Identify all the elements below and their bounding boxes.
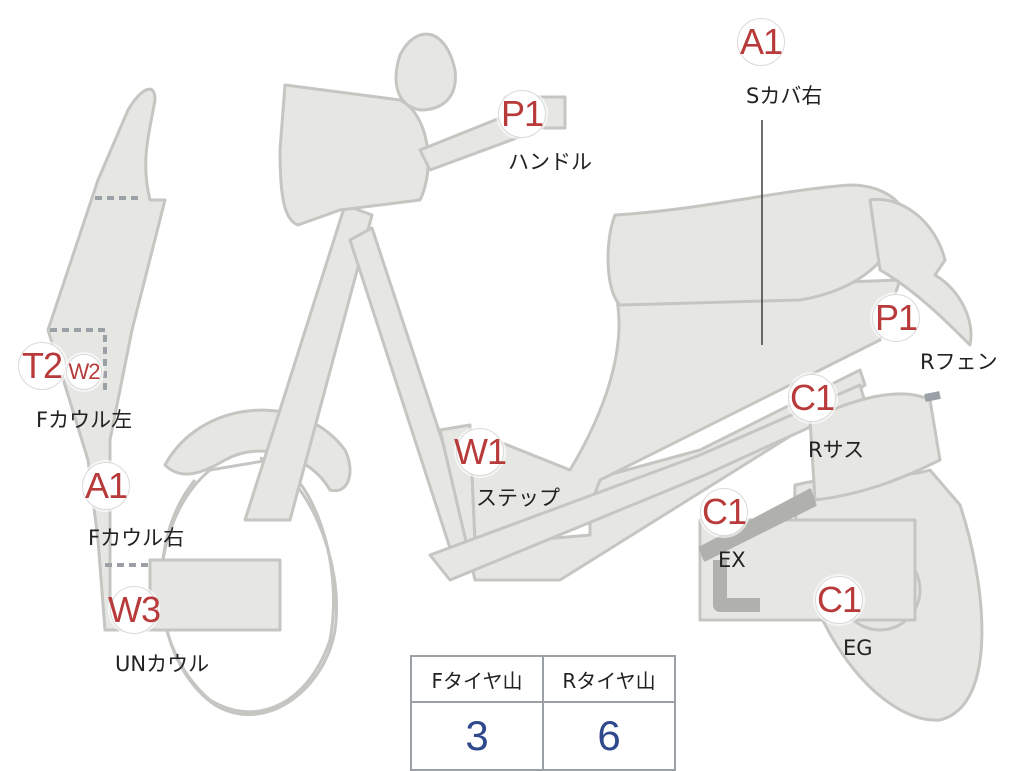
label-f-cowl-right: Fカウル右 <box>88 526 185 550</box>
rear-suspension <box>808 392 942 502</box>
label-handle: ハンドル <box>508 150 592 174</box>
marker-p1-handle: P1 <box>498 90 546 138</box>
mirror <box>394 32 457 112</box>
marker-w2-f-cowl-left: W2 <box>66 354 102 390</box>
headlight <box>278 83 430 227</box>
front-tire-value: 3 <box>410 701 544 771</box>
marker-w1-step: W1 <box>454 428 507 476</box>
label-engine: EG <box>843 636 873 660</box>
label-step: ステップ <box>476 486 560 510</box>
body-seat-cover <box>468 278 902 542</box>
marker-p1-rear-fender: P1 <box>872 294 920 342</box>
marker-a1-seat-cover-right: A1 <box>737 18 785 66</box>
rear-tire-value: 6 <box>542 701 676 771</box>
front-tire-header: Fタイヤ山 <box>410 655 544 703</box>
tire-tread-table: Fタイヤ山 Rタイヤ山 3 6 <box>410 655 676 771</box>
marker-t2-f-cowl-left: T2 <box>18 342 66 390</box>
marker-c1-exhaust: C1 <box>700 488 748 536</box>
marker-a1-f-cowl-right: A1 <box>82 462 130 510</box>
exhaust-pipe <box>713 560 760 612</box>
rear-tire-header: Rタイヤ山 <box>542 655 676 703</box>
label-under-cowl: UNカウル <box>115 652 210 676</box>
marker-w3-under-cowl: W3 <box>108 586 161 634</box>
exhaust-tube <box>698 488 817 562</box>
label-f-cowl-left: Fカウル左 <box>36 408 133 432</box>
marker-c1-engine: C1 <box>815 576 863 624</box>
label-rear-suspension: Rサス <box>808 438 865 462</box>
label-seat-cover-right: Sカバ右 <box>746 84 823 108</box>
label-exhaust: EX <box>718 548 746 572</box>
rear-fender-shape <box>868 197 973 347</box>
marker-c1-rear-suspension: C1 <box>788 374 836 422</box>
front-fork <box>243 203 374 522</box>
label-rear-fender: Rフェン <box>920 350 998 374</box>
